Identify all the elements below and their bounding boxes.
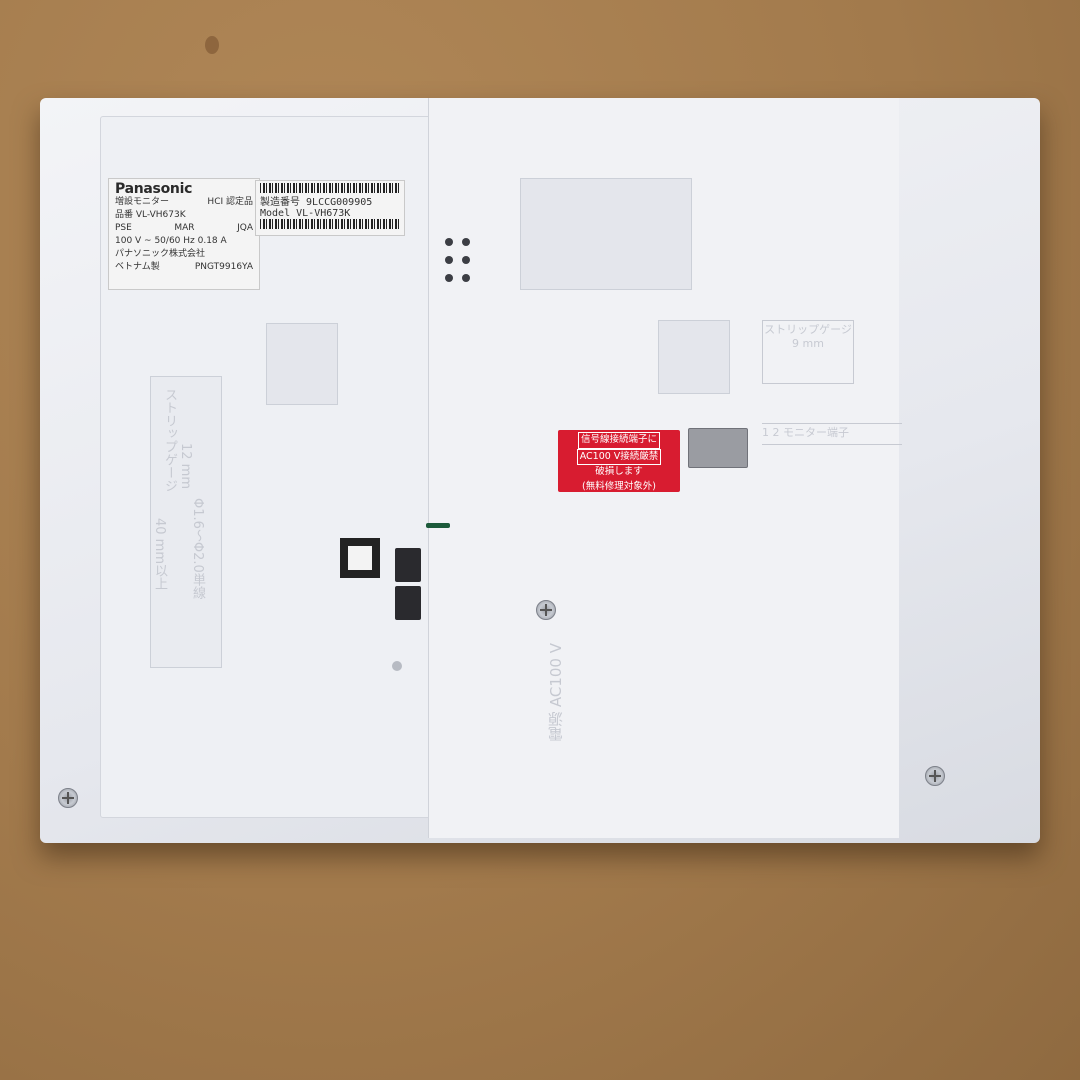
barcode-bottom xyxy=(260,219,400,229)
mounting-hole xyxy=(392,661,402,671)
terminal-screw-window xyxy=(348,546,372,570)
intercom-monitor-back: Panasonic 増設モニター HCI 認定品 品番 VL-VH673K PSE… xyxy=(40,98,1040,843)
screw-bottom-right xyxy=(925,766,945,786)
power-emboss-text: 電源 AC100 V xyxy=(547,643,565,742)
screw-bottom-left xyxy=(58,788,78,808)
brand-logo: Panasonic xyxy=(115,181,193,197)
wire-clamp-lower xyxy=(395,586,421,620)
monitor-terminal-label: 1 2 モニター端子 xyxy=(762,423,902,445)
vent-hole xyxy=(462,256,470,264)
left-gauge-area xyxy=(150,376,222,668)
power-rating: 100 V ~ 50/60 Hz 0.18 A xyxy=(115,236,227,246)
serial-label: 製造番号 9LCCG009905 Model VL-VH673K xyxy=(255,180,405,236)
jqa-mark: JQA xyxy=(237,223,253,233)
warning-line-3: 破損します xyxy=(595,466,643,477)
pse-mark: PSE xyxy=(115,223,132,233)
part-number: PNGT9916YA xyxy=(194,262,253,272)
model-number: VL-VH673K xyxy=(296,208,351,219)
warning-line-4: (無料修理対象外) xyxy=(582,480,656,492)
strip-gauge-right: ストリップゲージ 9 mm xyxy=(762,320,854,384)
upper-recess xyxy=(520,178,692,290)
warning-line-2: AC100 V接続厳禁 xyxy=(576,448,662,465)
power-terminal xyxy=(340,538,380,578)
left-recess xyxy=(266,323,338,405)
origin: ベトナム製 xyxy=(115,262,160,272)
vent-hole xyxy=(462,274,470,282)
serial-prefix: 製造番号 xyxy=(260,197,300,208)
vent-hole xyxy=(462,238,470,246)
barcode-top xyxy=(260,183,400,193)
cardboard-stain xyxy=(205,36,219,54)
product-type: 増設モニター xyxy=(115,197,170,207)
wire-length-text: 40 mm以上 xyxy=(152,518,167,591)
strip-gauge-right-value: 9 mm xyxy=(792,337,824,350)
rating-label: Panasonic 増設モニター HCI 認定品 品番 VL-VH673K PSE… xyxy=(108,178,260,290)
wire-clamp-upper xyxy=(395,548,421,582)
warning-label: 信号線接続端子に AC100 V接続厳禁 破損します (無料修理対象外) xyxy=(558,430,680,492)
hci-mark: HCI 認定品 xyxy=(207,197,253,207)
right-recess xyxy=(658,320,730,394)
maker-name: パナソニック株式会社 xyxy=(115,249,206,259)
strip-gauge-left-title: ストリップゲージ xyxy=(162,388,177,492)
vent-hole xyxy=(445,238,453,246)
model-line: 品番 VL-VH673K xyxy=(115,210,186,220)
mar-mark: MAR xyxy=(174,223,195,233)
signal-terminal-block xyxy=(688,428,748,468)
strip-gauge-left-value: 12 mm xyxy=(178,443,193,490)
vent-hole xyxy=(445,256,453,264)
strip-gauge-right-title: ストリップゲージ xyxy=(764,323,852,336)
serial-number: 9LCCG009905 xyxy=(306,197,373,208)
vent-hole xyxy=(445,274,453,282)
model-prefix: Model xyxy=(260,208,291,219)
warning-line-1: 信号線接続端子に xyxy=(577,432,660,449)
screw-center xyxy=(536,600,556,620)
green-indicator xyxy=(426,523,450,528)
wire-spec-text: Φ1.6～Φ2.0単線 xyxy=(190,498,205,599)
